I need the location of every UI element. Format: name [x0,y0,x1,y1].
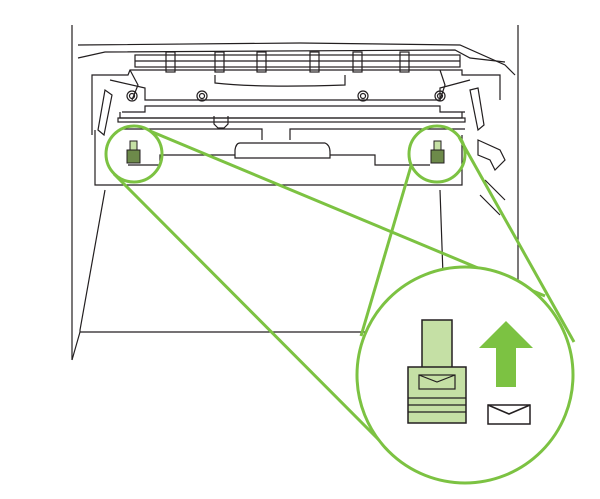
feed-roller-tabs [165,51,410,73]
envelope-icon [487,404,531,425]
right-side-lever [469,87,485,132]
center-tab [234,142,331,159]
envelope-latch-right [430,140,445,164]
magnified-envelope-latch [407,319,467,424]
envelope-latch-left [126,140,141,164]
printer-body [71,25,519,361]
magnify-callout [104,124,576,485]
right-door-part [477,139,506,172]
arrow-up-icon [479,321,533,387]
left-side-lever [97,88,113,137]
right-latch-highlight-circle [407,124,467,184]
left-latch-highlight-circle [104,124,164,184]
